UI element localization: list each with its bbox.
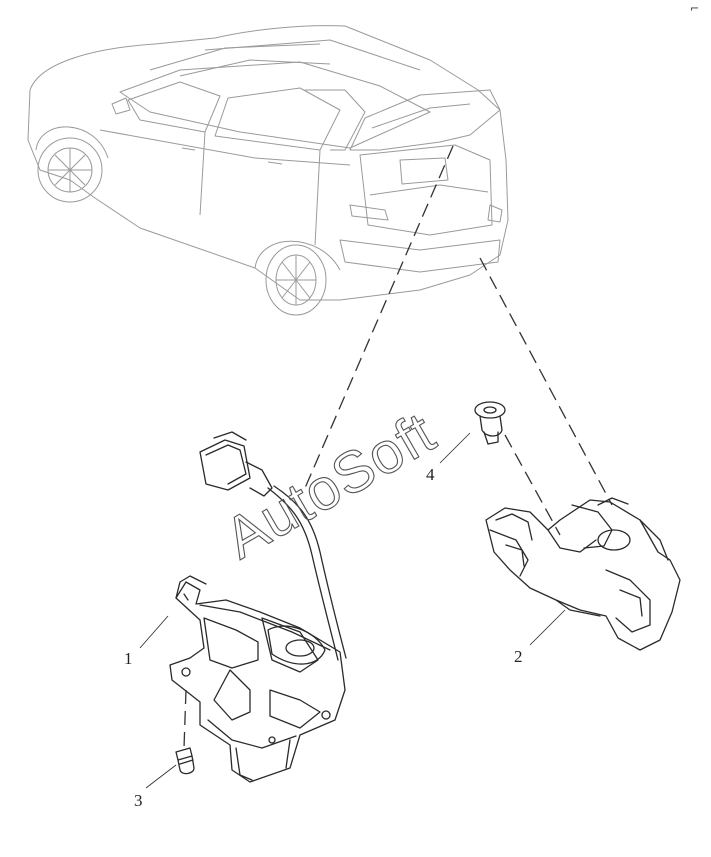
callout-4: 4 [426, 465, 435, 484]
corner-mark: ⌐ [690, 2, 699, 15]
part-4-bolt [474, 401, 506, 445]
part-1-latch-assembly [169, 431, 347, 783]
vehicle-illustration [27, 25, 509, 316]
part-2-actuator [485, 497, 681, 651]
callout-1: 1 [124, 649, 133, 668]
part-3-bolt [175, 747, 195, 775]
callout-3: 3 [134, 791, 143, 810]
callout-2: 2 [514, 647, 523, 666]
callout-leaders [139, 432, 566, 789]
assembly-leader-lines [304, 145, 613, 536]
watermark-text: AutoSoft [214, 400, 446, 572]
